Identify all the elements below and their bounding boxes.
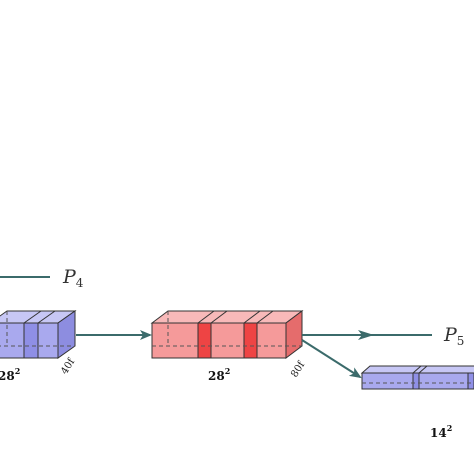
p5-arrowhead [358, 330, 374, 340]
filters-label-mid: 80f [289, 359, 308, 380]
size-label-right: 142 [430, 423, 452, 440]
filters-label-left: 40f [59, 356, 78, 377]
p4-label: P4 [62, 266, 84, 290]
red-block-middle [150, 310, 304, 359]
size-label-mid: 282 [208, 366, 230, 383]
size-label-left: 282 [0, 366, 20, 383]
arrow-mid-to-right [301, 339, 362, 379]
p5-label: P5 [443, 324, 464, 348]
blue-block-right [360, 365, 474, 390]
blue-block-left [0, 310, 77, 359]
